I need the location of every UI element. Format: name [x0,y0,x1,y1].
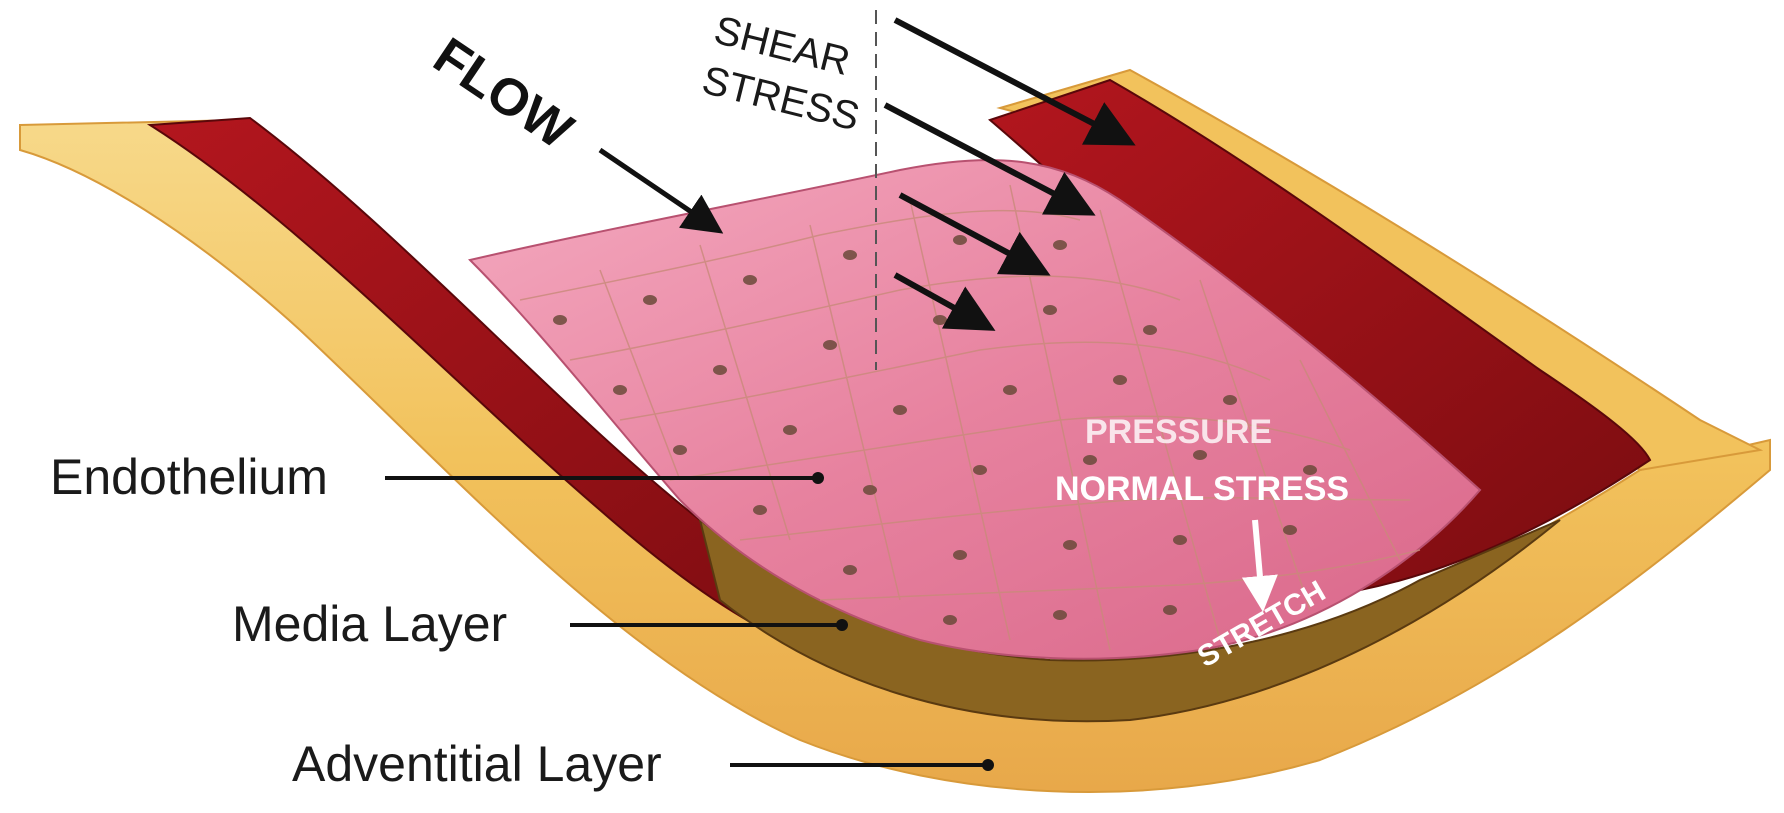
endothelium-label: Endothelium [50,449,328,505]
media-layer-label: Media Layer [232,596,507,652]
flow-arrow [600,150,715,228]
pressure-label: PRESSURE [1085,413,1272,451]
flow-label: FLOW [423,27,583,161]
media-leader-dot [836,619,848,631]
endothelium-leader-dot [812,472,824,484]
normal-stress-label: NORMAL STRESS [1055,470,1349,508]
adventitial-layer-label: Adventitial Layer [292,736,662,792]
adventitial-leader-dot [982,759,994,771]
